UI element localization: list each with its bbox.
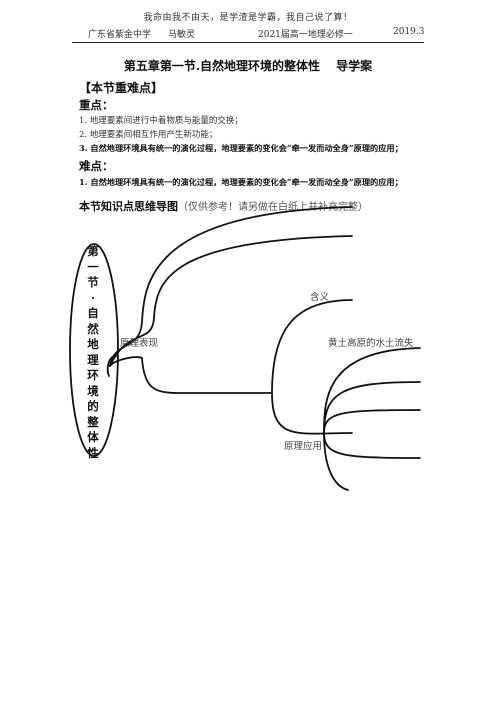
mindmap-line-sub-2: [323, 409, 421, 434]
mindmap-line-sub-4: [323, 432, 349, 491]
nandian-label: 难点：: [79, 159, 114, 173]
header-date: 2019.3: [393, 27, 425, 37]
zhongdian-item-2: 2. 地理要素间相互作用产生新功能；: [79, 130, 218, 140]
zhongdian-item-3: 3. 自然地理环境具有统一的演化过程，地理要素的变化会“牵一发而动全身”原理的应…: [79, 143, 403, 153]
mindmap-label-huangtu: 黄土高原的水土流失: [328, 338, 414, 349]
mindmap-label-hanyi: 含义: [310, 292, 330, 303]
mindmap-line-hanyi: [271, 299, 353, 394]
mindmap-line-huangtu: [323, 347, 421, 434]
zhongdian-item-1: 1. 地理要素间进行中着物质与能量的交换；: [79, 116, 243, 126]
header-motto: 我命由我不由天，是学渣是学霸，我自己说了算！: [143, 13, 353, 23]
mindmap-line-sub-3: [323, 432, 421, 459]
header-divider: [72, 42, 424, 43]
header-school: 广东省紫金中学: [88, 30, 152, 40]
header-author: 马敏灵: [168, 30, 196, 40]
zhongdian-label: 重点：: [79, 98, 114, 112]
header-course: 2021届高一地理必修一: [258, 30, 353, 40]
mindmap-label-yingyong: 原理应用: [284, 441, 323, 452]
mindmap-line-top-2: [109, 235, 353, 367]
key-points-heading: 【本节重难点】: [79, 81, 164, 95]
mindmap-line-top-1: [109, 206, 353, 367]
mindmap-heading: 本节知识点思维导图（仅供参考！请另做在白纸上并补充完整）: [79, 198, 368, 214]
mindmap-line-biaoxian: [109, 356, 273, 394]
mindmap-line-sub-1: [323, 381, 421, 434]
nandian-item-1: 1. 自然地理环境具有统一的演化过程，地理要素的变化会“牵一发而动全身”原理的应…: [79, 177, 403, 187]
mindmap-label-biaoxian: 原理表现: [120, 338, 159, 349]
page-title: 第五章第一节.自然地理环境的整体性 导学案: [123, 59, 373, 73]
mindmap-line-yingyong: [271, 392, 353, 435]
mindmap-note: （仅供参考！请另做在白纸上并补充完整）: [178, 202, 368, 213]
mindmap-root-label: 第一节·自然地理环境的整体性: [87, 244, 99, 460]
mindmap-heading-text: 本节知识点思维导图: [79, 200, 178, 213]
